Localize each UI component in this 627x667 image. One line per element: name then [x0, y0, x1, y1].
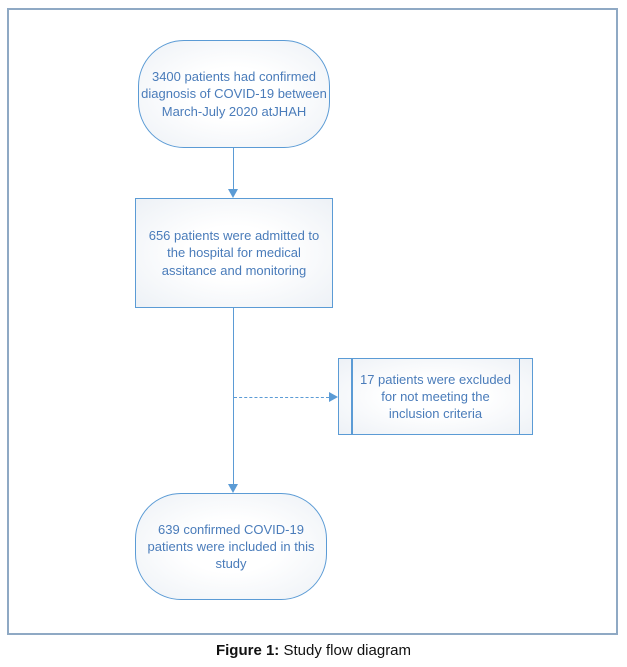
figure-caption-text: Study flow diagram	[279, 642, 412, 659]
predefined-sideline	[518, 359, 520, 434]
connector-start-admitted	[232, 148, 234, 190]
figure-caption-label: Figure 1:	[215, 642, 280, 659]
flow-node-text: 656 patients were admitted to	[148, 228, 320, 244]
flow-node-text: 639 confirmed COVID-19	[158, 521, 304, 537]
flow-node-excluded: 17 patients were excluded for not meetin…	[338, 358, 533, 435]
flow-node-text: assitance and monitoring	[161, 262, 307, 278]
connector-dashed-excluded	[234, 396, 329, 398]
flow-node-text: the hospital for medical	[167, 245, 301, 261]
figure-caption: Figure 1: Study flow diagram	[0, 642, 627, 659]
flow-node-start: 3400 patients had confirmed diagnosis of…	[138, 40, 330, 148]
arrow-down-icon	[227, 189, 238, 198]
flow-node-admitted: 656 patients were admitted to the hospit…	[135, 198, 333, 308]
flow-node-text: patients were included in this	[147, 538, 315, 554]
flow-node-text: diagnosis of COVID-19 between	[141, 86, 327, 102]
flow-node-text: March-July 2020 atJHAH	[161, 103, 307, 119]
flow-node-text: for not meeting the	[381, 388, 490, 404]
predefined-sideline	[351, 359, 353, 434]
arrow-down-icon	[227, 484, 238, 493]
flow-node-text: inclusion criteria	[388, 406, 483, 422]
flow-node-text: study	[215, 556, 247, 572]
connector-admitted-included	[232, 308, 234, 484]
flow-node-text: 3400 patients had confirmed	[151, 69, 317, 85]
flow-node-text: 17 patients were excluded	[359, 371, 512, 387]
flow-node-included: 639 confirmed COVID-19 patients were inc…	[135, 493, 327, 600]
arrow-right-icon	[329, 391, 338, 402]
